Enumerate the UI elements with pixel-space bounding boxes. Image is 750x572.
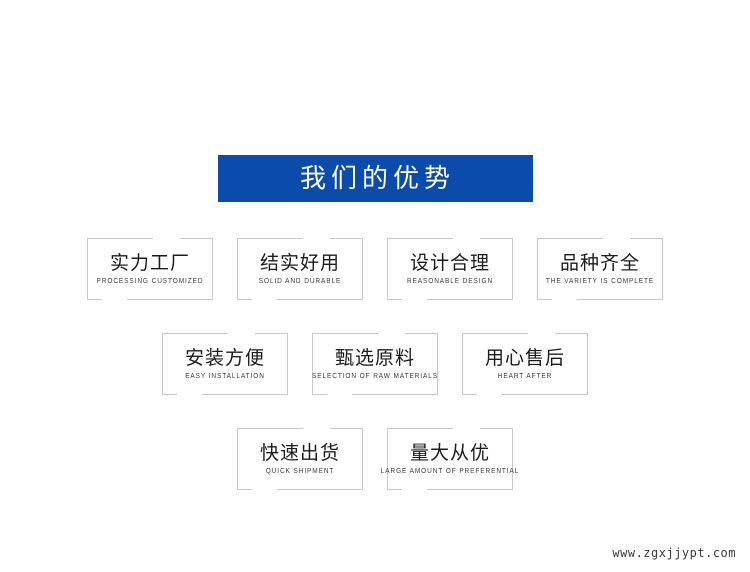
frame-top-edge-b — [330, 238, 363, 239]
frame-top-edge-a — [237, 238, 303, 239]
frame-top-edge-a — [237, 428, 303, 429]
frame-bottom-edge-b — [352, 394, 438, 395]
frame-bottom-edge-a — [162, 394, 178, 395]
feature-subtitle-en: THE VARIETY IS COMPLETE — [545, 276, 655, 286]
frame-bottom-edge-a — [237, 489, 253, 490]
frame-bottom-edge-b — [277, 299, 363, 300]
frame-bottom-edge-b — [427, 489, 513, 490]
frame-left-edge — [462, 333, 463, 395]
frame-top-edge-b — [480, 238, 513, 239]
frame-right-edge — [212, 238, 213, 300]
frame-top-edge-b — [405, 333, 438, 334]
feature-card[interactable]: 品种齐全 THE VARIETY IS COMPLETE — [537, 238, 663, 300]
frame-top-edge-b — [330, 428, 363, 429]
feature-subtitle-en: SOLID AND DURABLE — [258, 276, 342, 286]
feature-row-3: 快速出货 QUICK SHIPMENT 量大从优 LARGE AMOUNT OF… — [0, 428, 750, 490]
section-banner: 我们的优势 — [0, 155, 750, 202]
feature-row-1: 实力工厂 PROCESSING CUSTOMIZED 结实好用 SOLID AN… — [0, 238, 750, 300]
feature-card[interactable]: 快速出货 QUICK SHIPMENT — [237, 428, 363, 490]
frame-bottom-edge-a — [462, 394, 478, 395]
frame-top-edge-b — [555, 333, 588, 334]
frame-top-edge-a — [162, 333, 228, 334]
feature-title-cn: 安装方便 — [184, 346, 265, 369]
feature-card[interactable]: 结实好用 SOLID AND DURABLE — [237, 238, 363, 300]
feature-card[interactable]: 量大从优 LARGE AMOUNT OF PREFERENTIAL — [381, 428, 518, 490]
frame-top-edge-b — [630, 238, 663, 239]
frame-top-edge-b — [255, 333, 288, 334]
frame-top-edge-a — [312, 333, 378, 334]
frame-left-edge — [87, 238, 88, 300]
feature-title-cn: 快速出货 — [259, 441, 340, 464]
frame-top-edge-a — [537, 238, 603, 239]
frame-bottom-edge-b — [277, 489, 363, 490]
frame-right-edge — [287, 333, 288, 395]
feature-subtitle-en: LARGE AMOUNT OF PREFERENTIAL — [380, 466, 520, 476]
frame-top-edge-a — [462, 333, 528, 334]
frame-bottom-edge-a — [87, 299, 103, 300]
frame-bottom-edge-b — [202, 394, 288, 395]
feature-title-cn: 量大从优 — [409, 441, 490, 464]
site-watermark: www.zgxjjypt.com — [612, 546, 736, 560]
frame-right-edge — [362, 428, 363, 490]
frame-right-edge — [587, 333, 588, 395]
frame-bottom-edge-b — [502, 394, 588, 395]
frame-right-edge — [362, 238, 363, 300]
feature-title-cn: 品种齐全 — [559, 251, 640, 274]
frame-left-edge — [162, 333, 163, 395]
frame-bottom-edge-a — [237, 299, 253, 300]
feature-title-cn: 实力工厂 — [109, 251, 190, 274]
frame-bottom-edge-b — [127, 299, 213, 300]
frame-top-edge-a — [87, 238, 153, 239]
frame-right-edge — [662, 238, 663, 300]
feature-card[interactable]: 设计合理 REASONABLE DESIGN — [387, 238, 513, 300]
feature-subtitle-en: EASY INSTALLATION — [185, 371, 265, 381]
feature-grid: 实力工厂 PROCESSING CUSTOMIZED 结实好用 SOLID AN… — [0, 238, 750, 490]
frame-bottom-edge-b — [577, 299, 663, 300]
frame-top-edge-a — [387, 428, 453, 429]
frame-right-edge — [512, 238, 513, 300]
feature-subtitle-en: QUICK SHIPMENT — [265, 466, 335, 476]
frame-left-edge — [237, 238, 238, 300]
feature-card[interactable]: 安装方便 EASY INSTALLATION — [162, 333, 288, 395]
frame-bottom-edge-a — [537, 299, 553, 300]
frame-top-edge-b — [480, 428, 513, 429]
frame-bottom-edge-a — [387, 299, 403, 300]
banner-box: 我们的优势 — [217, 155, 533, 202]
feature-title-cn: 用心售后 — [484, 346, 565, 369]
frame-top-edge-a — [387, 238, 453, 239]
feature-card[interactable]: 甄选原料 SELECTION OF RAW MATERIALS — [312, 333, 438, 395]
frame-left-edge — [312, 333, 313, 395]
feature-row-2: 安装方便 EASY INSTALLATION 甄选原料 SELECTION OF… — [0, 333, 750, 395]
feature-subtitle-en: PROCESSING CUSTOMIZED — [96, 276, 204, 286]
frame-bottom-edge-b — [427, 299, 513, 300]
frame-top-edge-b — [180, 238, 213, 239]
frame-left-edge — [387, 428, 388, 490]
frame-left-edge — [387, 238, 388, 300]
frame-left-edge — [537, 238, 538, 300]
feature-subtitle-en: REASONABLE DESIGN — [406, 276, 494, 286]
frame-right-edge — [437, 333, 438, 395]
page-title: 我们的优势 — [299, 163, 455, 194]
feature-subtitle-en: SELECTION OF RAW MATERIALS — [312, 371, 438, 381]
feature-title-cn: 设计合理 — [409, 251, 490, 274]
frame-bottom-edge-a — [387, 489, 403, 490]
feature-subtitle-en: HEART AFTER — [497, 371, 553, 381]
frame-left-edge — [237, 428, 238, 490]
feature-card[interactable]: 用心售后 HEART AFTER — [462, 333, 588, 395]
feature-title-cn: 结实好用 — [259, 251, 340, 274]
frame-right-edge — [512, 428, 513, 490]
feature-title-cn: 甄选原料 — [334, 346, 415, 369]
frame-bottom-edge-a — [312, 394, 328, 395]
feature-card[interactable]: 实力工厂 PROCESSING CUSTOMIZED — [87, 238, 213, 300]
